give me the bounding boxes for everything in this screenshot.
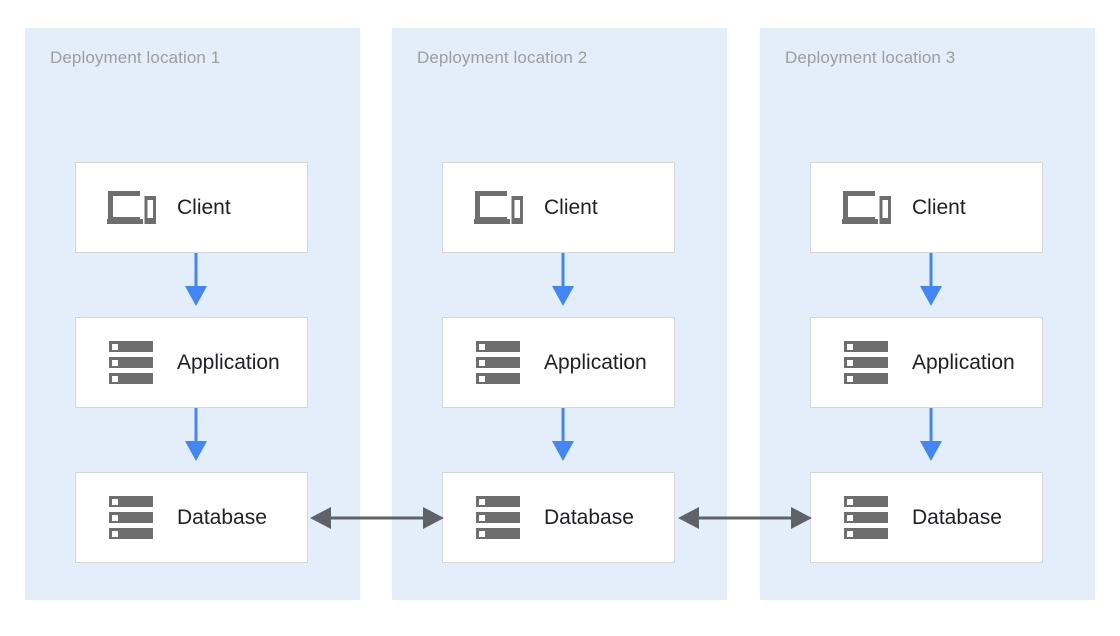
node-label: Client xyxy=(544,195,598,219)
server-stack-icon xyxy=(838,340,894,386)
server-stack-icon xyxy=(838,495,894,541)
deployment-location-panel-1: Deployment location 1 Client A xyxy=(25,28,360,600)
deployment-location-panel-2: Deployment location 2 Client A xyxy=(392,28,727,600)
panel-title-3: Deployment location 3 xyxy=(785,48,956,67)
node-database-3[interactable]: Database xyxy=(810,472,1043,563)
server-bar xyxy=(844,528,888,539)
node-database-1[interactable]: Database xyxy=(75,472,308,563)
server-bar xyxy=(476,496,520,507)
node-label: Database xyxy=(177,505,267,529)
node-label: Database xyxy=(912,505,1002,529)
server-bar xyxy=(476,512,520,523)
node-label: Application xyxy=(912,350,1015,374)
arrow-client-to-application-1 xyxy=(180,253,212,309)
server-bar xyxy=(109,496,153,507)
server-bar xyxy=(844,373,888,384)
node-database-2[interactable]: Database xyxy=(442,472,675,563)
arrow-database-1-to-database-2 xyxy=(307,500,447,536)
node-client-2[interactable]: Client xyxy=(442,162,675,253)
node-label: Application xyxy=(177,350,280,374)
node-client-3[interactable]: Client xyxy=(810,162,1043,253)
server-bar xyxy=(476,528,520,539)
client-devices-icon xyxy=(838,185,894,231)
server-bar xyxy=(844,496,888,507)
client-devices-icon xyxy=(103,185,159,231)
panel-title-2: Deployment location 2 xyxy=(417,48,588,67)
server-bar xyxy=(109,373,153,384)
arrow-client-to-application-2 xyxy=(547,253,579,309)
panel-title-1: Deployment location 1 xyxy=(50,48,221,67)
arrow-application-to-database-3 xyxy=(915,408,947,464)
arrow-client-to-application-3 xyxy=(915,253,947,309)
arrow-database-2-to-database-3 xyxy=(675,500,815,536)
server-stack-icon xyxy=(470,495,526,541)
node-label: Client xyxy=(912,195,966,219)
node-label: Client xyxy=(177,195,231,219)
node-application-2[interactable]: Application xyxy=(442,317,675,408)
node-client-1[interactable]: Client xyxy=(75,162,308,253)
client-devices-icon xyxy=(470,185,526,231)
server-bar xyxy=(109,512,153,523)
server-stack-icon xyxy=(103,495,159,541)
node-label: Database xyxy=(544,505,634,529)
server-bar xyxy=(109,341,153,352)
server-bar xyxy=(476,357,520,368)
arrow-application-to-database-1 xyxy=(180,408,212,464)
arrow-application-to-database-2 xyxy=(547,408,579,464)
server-bar xyxy=(109,528,153,539)
server-bar xyxy=(476,341,520,352)
server-bar xyxy=(844,341,888,352)
server-bar xyxy=(476,373,520,384)
node-application-3[interactable]: Application xyxy=(810,317,1043,408)
server-stack-icon xyxy=(470,340,526,386)
node-application-1[interactable]: Application xyxy=(75,317,308,408)
server-bar xyxy=(109,357,153,368)
node-label: Application xyxy=(544,350,647,374)
server-bar xyxy=(844,512,888,523)
server-bar xyxy=(844,357,888,368)
server-stack-icon xyxy=(103,340,159,386)
deployment-location-panel-3: Deployment location 3 Client A xyxy=(760,28,1095,600)
